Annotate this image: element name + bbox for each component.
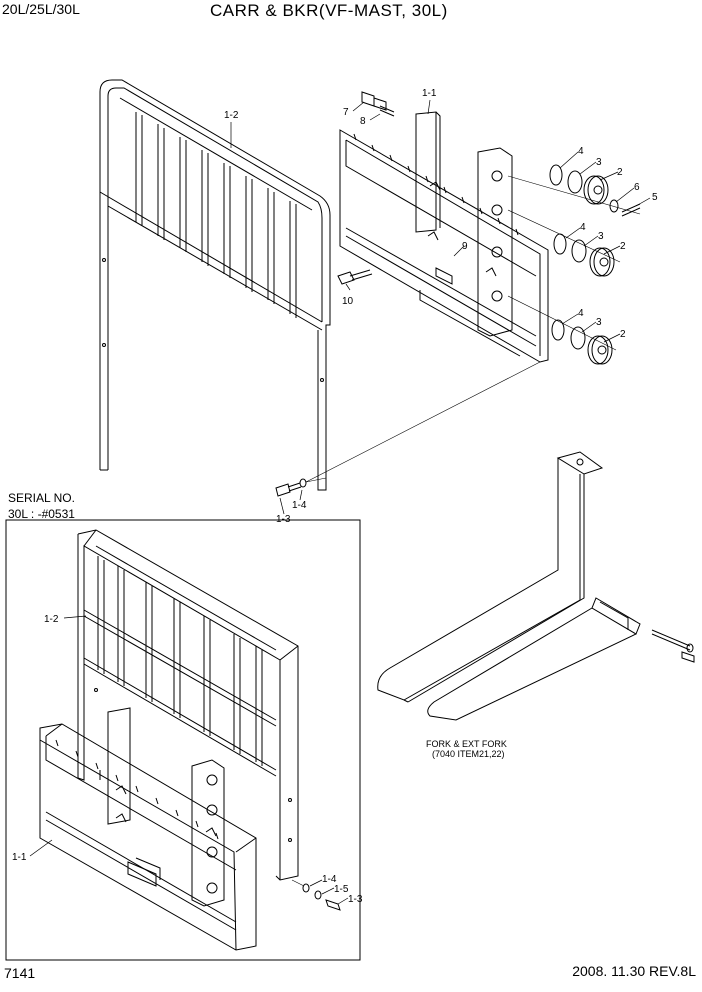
callout-6: 6	[634, 182, 640, 193]
callout-1-5: 1-5	[334, 884, 349, 895]
fork-note-line2: (7040 ITEM21,22)	[432, 749, 505, 759]
callout-1-4: 1-4	[322, 874, 337, 885]
callout-2: 2	[620, 241, 626, 252]
bolt-10	[337, 269, 373, 285]
callout-1-4: 1-4	[292, 500, 307, 511]
fork-assembly	[377, 451, 695, 721]
carriage-lower	[39, 707, 257, 951]
callout-4: 4	[578, 308, 584, 319]
model-label: 20L/25L/30L	[2, 1, 80, 17]
callout-1-1: 1-1	[422, 88, 437, 99]
fork-note-line1: FORK & EXT FORK	[426, 739, 507, 749]
callout-3: 3	[596, 317, 602, 328]
page-number: 7141	[4, 965, 36, 981]
serial-range: 30L : -#0531	[8, 507, 75, 521]
callout-3: 3	[598, 231, 604, 242]
callout-10: 10	[342, 296, 354, 307]
backrest-lower	[77, 529, 299, 881]
callout-labels: 1-2 1-1 7 8 4 3 2 6 5 4 3 2 9 10 4 3 2 1…	[12, 88, 658, 905]
rollers	[507, 164, 641, 365]
callout-2: 2	[617, 167, 623, 178]
callout-8: 8	[360, 116, 366, 127]
serial-box-frame	[5, 519, 361, 961]
callout-5: 5	[652, 192, 658, 203]
backrest-upper	[99, 79, 331, 491]
leader-lines-upper	[230, 99, 651, 515]
date-revision: 2008. 11.30 REV.8L	[572, 963, 696, 979]
callout-1-1: 1-1	[12, 852, 27, 863]
carriage-upper	[339, 111, 549, 363]
callout-9: 9	[462, 241, 468, 252]
serial-label: SERIAL NO.	[8, 491, 75, 505]
callout-4: 4	[578, 146, 584, 157]
bolt-1-3-upper	[275, 361, 541, 497]
callout-1-2: 1-2	[224, 110, 239, 121]
callout-1-2: 1-2	[44, 614, 59, 625]
diagram-title: CARR & BKR(VF-MAST, 30L)	[210, 1, 448, 20]
bolt-1-3-lower	[291, 879, 341, 911]
callout-1-3: 1-3	[348, 894, 363, 905]
leader-lines-lower	[29, 615, 349, 905]
callout-2: 2	[620, 329, 626, 340]
bolt-7-upper	[361, 91, 395, 117]
callout-1-3: 1-3	[276, 514, 291, 525]
callout-7: 7	[343, 107, 349, 118]
callout-4: 4	[580, 222, 586, 233]
callout-3: 3	[596, 157, 602, 168]
